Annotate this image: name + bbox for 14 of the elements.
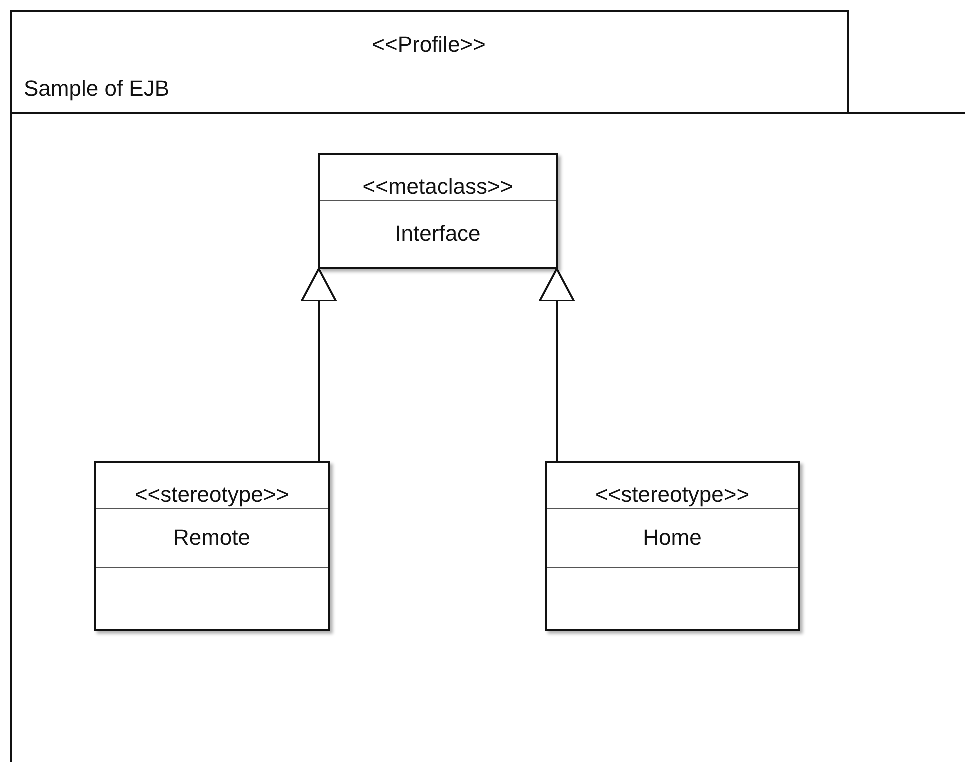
stereotype-label: <<stereotype>>	[595, 482, 750, 508]
class-name: Interface	[395, 221, 481, 247]
class-name: Home	[643, 525, 702, 551]
package-name: Sample of EJB	[24, 76, 170, 102]
class-box	[94, 461, 330, 631]
generalization-arrow	[539, 268, 575, 461]
generalization-arrow	[301, 268, 337, 461]
package-frame	[10, 10, 965, 762]
stereotype-label: <<Profile>>	[371, 32, 487, 58]
stereotype-label: <<metaclass>>	[362, 174, 514, 200]
stereotype-label: <<stereotype>>	[134, 482, 290, 508]
class-name: Remote	[173, 525, 251, 551]
class-box	[318, 153, 558, 269]
class-box	[545, 461, 800, 631]
